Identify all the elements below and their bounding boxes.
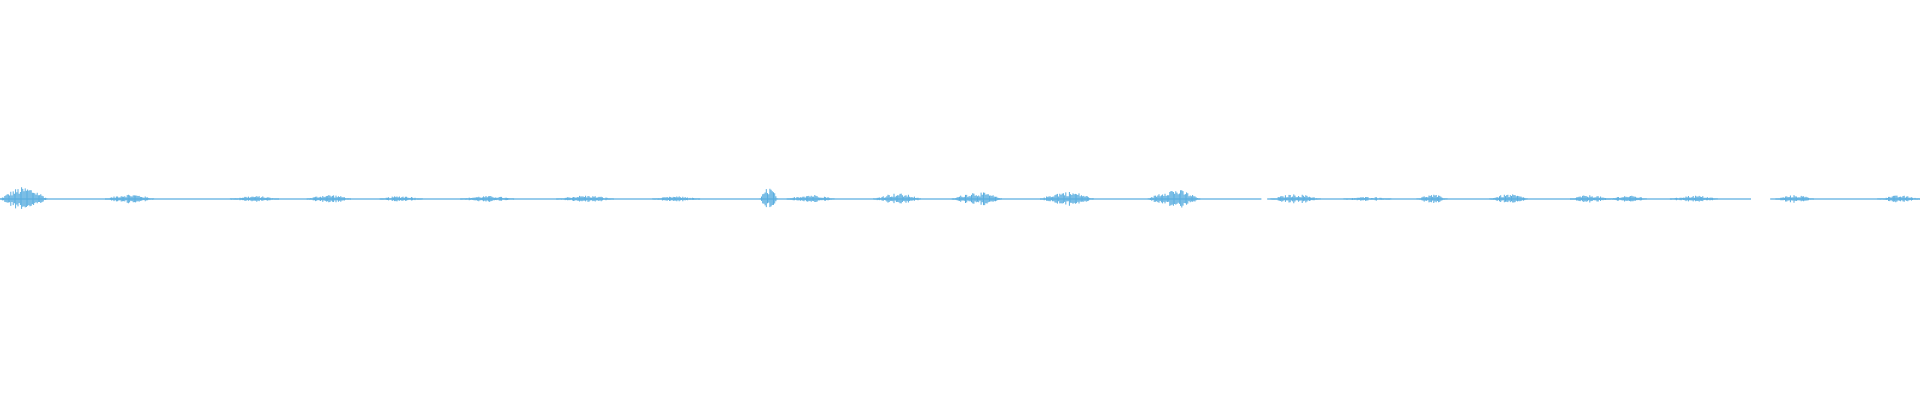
waveform-burst-2 xyxy=(105,194,155,204)
waveform-burst-8 xyxy=(652,196,701,202)
waveform-gap-1 xyxy=(1261,197,1268,201)
waveform-burst-3 xyxy=(229,196,279,202)
waveform-burst-12 xyxy=(951,192,1002,206)
waveform-burst-21 xyxy=(1669,195,1718,202)
waveform-burst-11 xyxy=(873,193,921,204)
waveform-burst-14 xyxy=(1147,190,1201,208)
waveform-burst-1 xyxy=(0,187,48,209)
waveform-gap-2 xyxy=(1751,197,1771,201)
waveform-burst-16 xyxy=(1343,197,1392,201)
waveform-burst-10 xyxy=(786,195,835,202)
waveform-burst-23 xyxy=(1877,195,1920,203)
waveform-burst-20 xyxy=(1608,195,1647,202)
waveform-burst-9 xyxy=(759,188,778,208)
waveform-burst-6 xyxy=(460,196,515,202)
waveform-burst-17 xyxy=(1416,194,1448,203)
waveform-burst-18 xyxy=(1489,194,1528,203)
waveform-burst-5 xyxy=(379,196,423,202)
waveform-burst-4 xyxy=(306,195,351,203)
waveform-burst-22 xyxy=(1775,195,1814,203)
waveform-burst-15 xyxy=(1270,194,1321,204)
waveform-burst-19 xyxy=(1570,195,1609,203)
waveform-bursts xyxy=(0,187,1920,209)
waveform-gaps xyxy=(1261,197,1771,201)
waveform-burst-7 xyxy=(556,195,614,202)
waveform-burst-13 xyxy=(1040,192,1094,206)
